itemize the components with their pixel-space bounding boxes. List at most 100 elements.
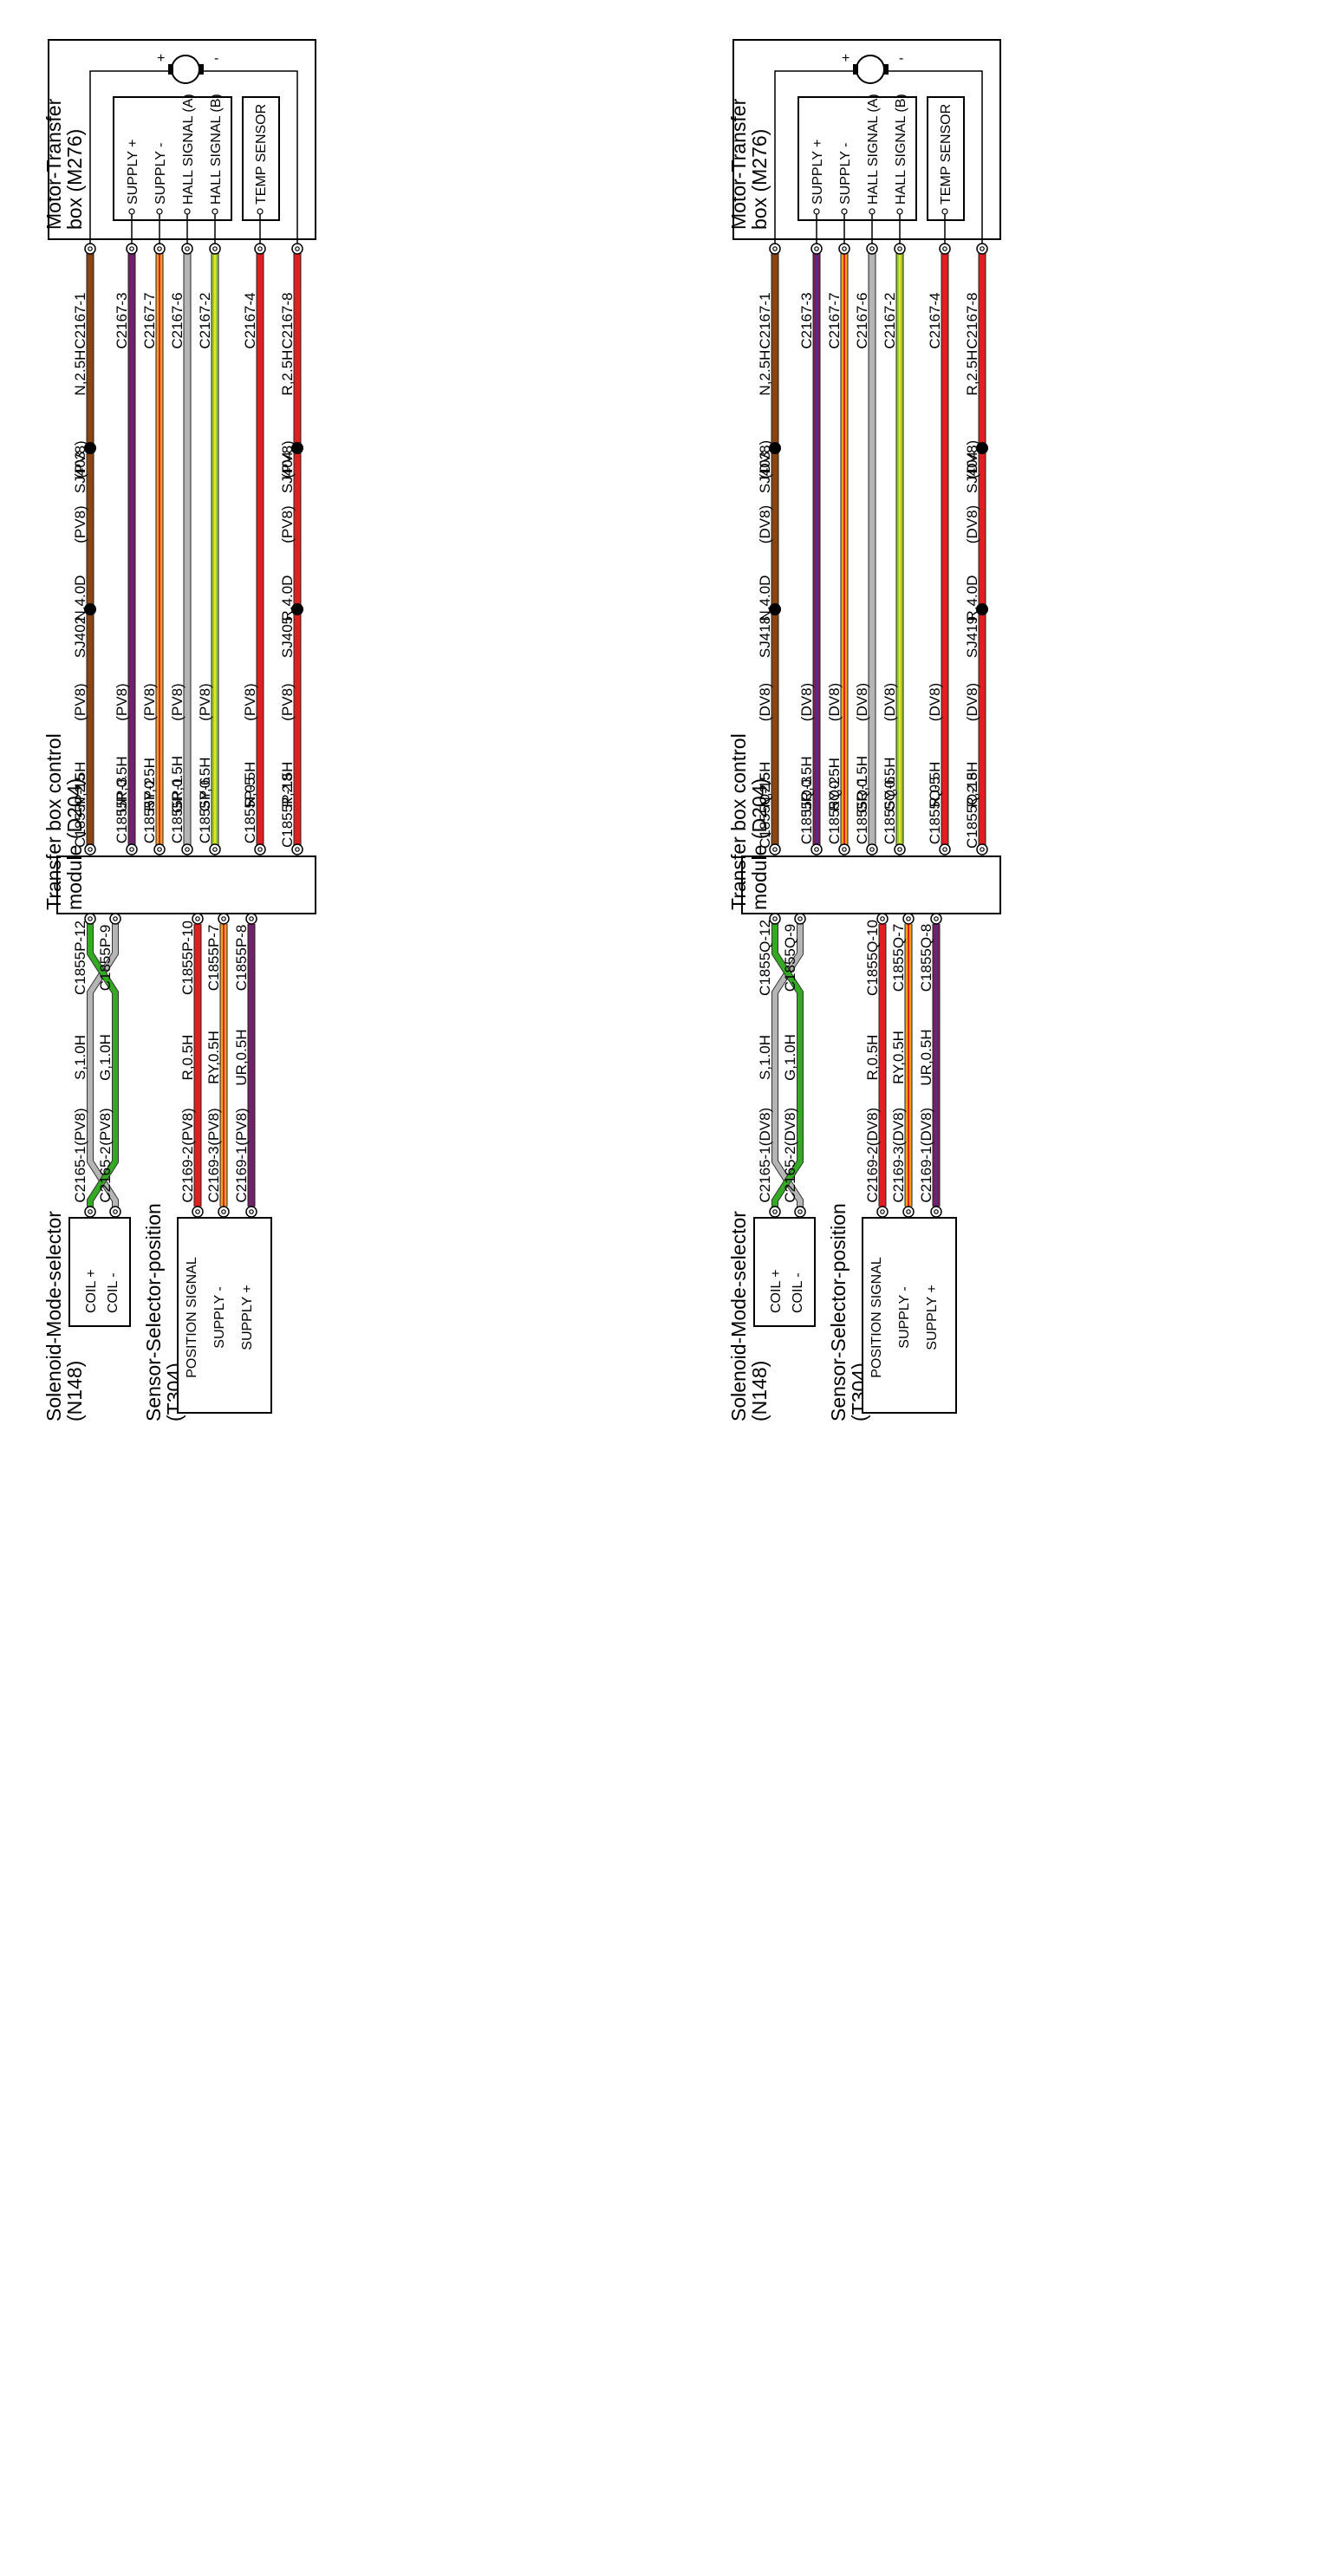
connector-label: C1855P-7 xyxy=(205,925,222,992)
splice-junction xyxy=(84,442,96,454)
sensor-pin-label: SUPPLY - xyxy=(897,1286,912,1348)
wire-label: (DV8) xyxy=(757,683,773,721)
connector-label: C1855P-2 xyxy=(141,777,158,844)
connector-label: C1855Q-18 xyxy=(964,772,980,849)
motor-pin-label: HALL SIGNAL (B) xyxy=(894,94,908,205)
wire-label: SJ405 xyxy=(279,616,296,658)
solenoid-title: Solenoid-Mode-selector(N148) xyxy=(42,1211,86,1421)
connector-label: C2169-1 xyxy=(918,1146,934,1202)
solenoid-box xyxy=(753,1217,816,1327)
wire-label: SJ403 xyxy=(757,452,773,493)
wire xyxy=(772,920,803,1210)
tcm-box xyxy=(56,855,316,914)
wire-label: (DV8) xyxy=(890,1108,907,1146)
wire-label: R,2.5H xyxy=(964,350,980,396)
connector-terminal-inner xyxy=(185,246,190,251)
motor-lead xyxy=(886,70,983,244)
wire-label: RY,0.5H xyxy=(890,1031,907,1084)
connector-terminal-inner xyxy=(772,246,778,251)
wire-label: R,4.0D xyxy=(279,576,296,621)
wire-label: UR,0.5H xyxy=(918,1029,934,1085)
motor-title: Motor-Transferbox (M276) xyxy=(42,98,86,230)
wire xyxy=(88,920,118,1210)
connector-terminal-inner xyxy=(797,1209,803,1214)
wire-label: UR,0.5H xyxy=(798,756,815,812)
connector-label: C2169-1 xyxy=(233,1146,250,1202)
temp-sensor-box xyxy=(927,96,965,221)
wire-label: (DV8) xyxy=(757,440,773,478)
connector-label: C2167-4 xyxy=(927,292,943,348)
wire-label: SJ404 xyxy=(964,452,980,493)
pin-dot xyxy=(841,208,848,215)
wire-label: N,2.5H xyxy=(72,762,88,808)
connector-terminal-inner xyxy=(842,847,847,852)
connector-terminal-inner xyxy=(934,916,939,921)
connector-terminal-inner xyxy=(157,847,162,852)
wire-label: S,1.0H xyxy=(757,1035,773,1080)
wire-label: (DV8) xyxy=(964,505,980,543)
wire-label: (DV8) xyxy=(782,1108,798,1146)
title-line: Sensor-Selector-position xyxy=(827,1203,850,1421)
connector-label: C2167-1 xyxy=(72,292,88,348)
splice-junction xyxy=(84,603,96,615)
tcm-box xyxy=(741,855,1001,914)
connector-terminal-inner xyxy=(772,847,778,852)
wire-label: R,0.5H xyxy=(179,1035,196,1081)
sensor-pin-label: POSITION SIGNAL xyxy=(185,1257,199,1378)
wire-label: (PV8) xyxy=(72,1108,88,1145)
connector-label: C1855Q-5 xyxy=(927,777,943,844)
connector-terminal-inner xyxy=(195,1209,200,1214)
wire-label: G,1.0H xyxy=(782,1034,798,1081)
wire-label: R,2.5H xyxy=(279,762,296,808)
connector-label: C1855P-12 xyxy=(72,920,88,995)
connector-label: C1855P-9 xyxy=(97,925,114,992)
wire-label: SJ418 xyxy=(757,616,773,658)
wire-label: (PV8) xyxy=(179,1108,196,1145)
connector-label: C2167-6 xyxy=(169,292,186,348)
connector-terminal-inner xyxy=(942,847,947,852)
wire-label: RY,0.5H xyxy=(826,758,843,811)
motor-lead xyxy=(774,70,855,244)
connector-terminal-inner xyxy=(897,246,902,251)
title-line: Solenoid-Mode-selector xyxy=(727,1211,750,1421)
connector-terminal-inner xyxy=(249,916,254,921)
wire-label: (DV8) xyxy=(864,1108,881,1146)
wire-label: RY,0.5H xyxy=(205,1031,222,1084)
temp-sensor-label: TEMP SENSOR xyxy=(254,104,269,205)
title-line: module (D204) xyxy=(63,778,86,910)
wire-label: (PV8) xyxy=(72,683,88,720)
wire-label: (DV8) xyxy=(854,683,870,721)
connector-label: C1855Q-12 xyxy=(757,920,773,996)
wire-label: (PV8) xyxy=(233,1108,250,1145)
sensor-pin-label: SUPPLY - xyxy=(212,1286,227,1348)
splice-junction xyxy=(769,603,781,615)
connector-label: C2165-1 xyxy=(72,1146,88,1202)
connector-label: C2169-3 xyxy=(890,1146,907,1202)
connector-terminal-inner xyxy=(257,246,263,251)
pin-dot xyxy=(184,208,191,215)
wire-label: GR,0.5H xyxy=(169,756,186,813)
title-line: Sensor-Selector-position xyxy=(142,1203,165,1421)
connector-label: C2165-2 xyxy=(782,1146,798,1202)
wire-label: SJ402 xyxy=(72,616,88,658)
connector-label: C1855P-15 xyxy=(72,773,88,848)
connector-label: C1855P-1 xyxy=(169,777,186,844)
wire-label: SJ404 xyxy=(279,452,296,493)
connector-terminal-inner xyxy=(842,246,847,251)
motor-pin-label: SUPPLY + xyxy=(810,140,825,205)
wire-label: S,1.0H xyxy=(72,1035,88,1080)
wire-label: (PV8) xyxy=(197,683,213,720)
splice-junction xyxy=(769,442,781,454)
connector-label: C1855Q-6 xyxy=(882,777,898,844)
wire-label: GR,0.5H xyxy=(854,756,870,813)
motor-pin-label: HALL SIGNAL (A) xyxy=(181,94,196,205)
splice-junction xyxy=(976,442,988,454)
title-line: box (M276) xyxy=(748,129,771,230)
connector-terminal-inner xyxy=(249,1209,254,1214)
wire-label: N,2.5H xyxy=(72,350,88,396)
temp-sensor-label: TEMP SENSOR xyxy=(939,104,954,205)
motor-brush xyxy=(853,64,858,75)
wire-label: (PV8) xyxy=(97,1108,114,1145)
wire-label: UR,0.5H xyxy=(114,756,130,812)
